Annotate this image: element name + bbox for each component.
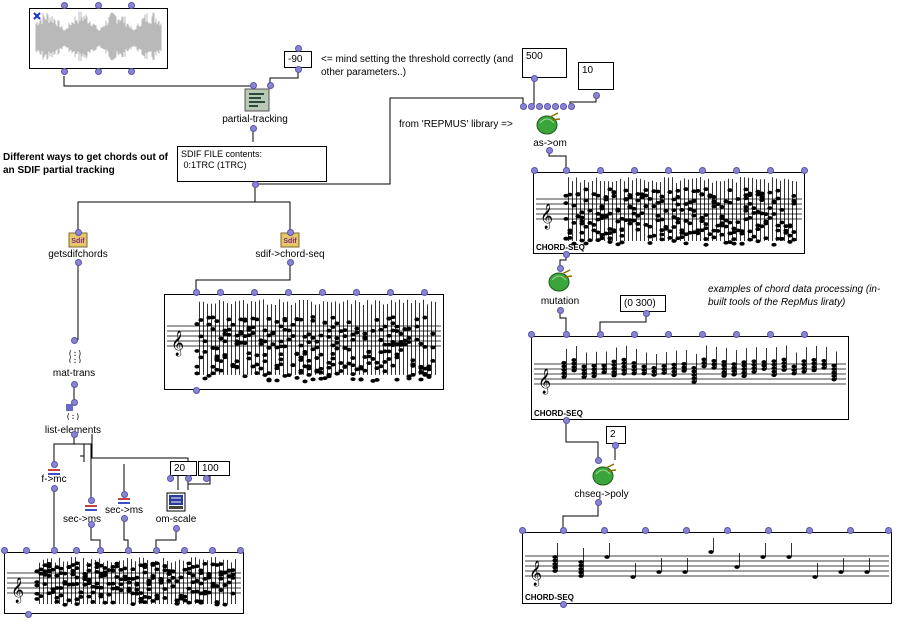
staff-graphic: 𝄞 [7, 557, 241, 607]
om-scale-icon[interactable] [166, 492, 186, 512]
sdif-chord-seq-label: sdif->chord-seq [255, 249, 325, 260]
svg-text:(:): (:) [68, 356, 82, 363]
conversion-arrow-icon[interactable] [47, 464, 61, 475]
mutation-label: mutation [540, 296, 580, 307]
sec-ms-label: sec->ms [104, 505, 144, 516]
getsdifchords-label: getsdifchords [48, 249, 108, 260]
staff-graphic: 𝄞 [534, 345, 846, 394]
svg-text:𝄞: 𝄞 [529, 560, 542, 586]
as-om-label: as->om [533, 138, 567, 149]
score-title: CHORD-SEQ [534, 409, 583, 418]
svg-text:𝄞: 𝄞 [11, 577, 24, 603]
threshold-comment: <= mind setting the threshold correctly … [321, 54, 514, 78]
repmus-beetle-icon[interactable] [534, 111, 562, 137]
sound-object[interactable] [29, 8, 168, 69]
staff-graphic: 𝄞 [167, 299, 441, 384]
partial-tracking-icon[interactable] [244, 88, 270, 112]
list-parentheses-icon[interactable]: (:) [64, 404, 82, 421]
list-parentheses-icon[interactable]: (:) (:) [66, 349, 84, 365]
chord-seq-score-bottom-left[interactable]: 𝄞 [4, 552, 244, 614]
staff-graphic: 𝄞 [536, 177, 802, 247]
chord-seq-score-middle[interactable]: 𝄞 CHORD-SEQ [531, 336, 849, 420]
waveform-sound-icon [33, 11, 162, 61]
staff-graphic: 𝄞 [525, 538, 889, 586]
f-mc-label: f->mc [41, 474, 67, 485]
mutation-beetle-icon[interactable] [546, 268, 574, 294]
svg-text:(:): (:) [66, 412, 80, 420]
range-input[interactable]: (0 300) [620, 295, 666, 312]
partial-tracking-label: partial-tracking [222, 114, 288, 125]
chseq-poly-beetle-icon[interactable] [590, 462, 618, 488]
value-10-input[interactable]: 10 [578, 62, 614, 90]
svg-text:𝄞: 𝄞 [540, 203, 553, 229]
sdif-file-box[interactable]: SDIF FILE contents: 0:1TRC (1TRC) [177, 146, 327, 182]
svg-text:𝄞: 𝄞 [171, 330, 184, 356]
threshold-input[interactable]: -90 [284, 51, 312, 68]
svg-text:(:): (:) [68, 349, 82, 358]
sdif-icon[interactable]: Sdif [68, 232, 88, 248]
om-scale-label: om-scale [155, 514, 197, 525]
score-title: CHORD-SEQ [536, 243, 585, 252]
value-20-input[interactable]: 20 [170, 461, 197, 476]
sdif-icon[interactable]: Sdif [280, 232, 300, 248]
sec-ms-label: sec->ms [62, 514, 102, 525]
mat-trans-label: mat-trans [52, 368, 96, 379]
title-comment: Different ways to get chords out of an S… [3, 152, 169, 176]
processing-comment: examples of chord data processing (in-bu… [708, 284, 881, 308]
conversion-arrow-icon[interactable] [117, 493, 131, 504]
svg-text:Sdif: Sdif [283, 238, 297, 245]
chord-seq-score-bottom[interactable]: 𝄞 CHORD-SEQ [522, 532, 892, 604]
repmus-comment: from 'REPMUS' library => [399, 119, 513, 130]
chseq-poly-label: chseq->poly [574, 489, 629, 500]
svg-text:𝄞: 𝄞 [538, 368, 551, 394]
value-2-input[interactable]: 2 [606, 426, 626, 444]
score-title: CHORD-SEQ [525, 593, 574, 602]
value-100-input[interactable]: 100 [198, 461, 230, 476]
list-elements-label: list-elements [44, 425, 102, 436]
chord-seq-score-left[interactable]: 𝄞 [164, 294, 444, 390]
conversion-arrow-icon[interactable] [84, 500, 98, 511]
svg-text:Sdif: Sdif [71, 238, 85, 245]
value-500-input[interactable]: 500 [522, 48, 567, 78]
chord-seq-score-top[interactable]: 𝄞 CHORD-SEQ [533, 172, 805, 254]
